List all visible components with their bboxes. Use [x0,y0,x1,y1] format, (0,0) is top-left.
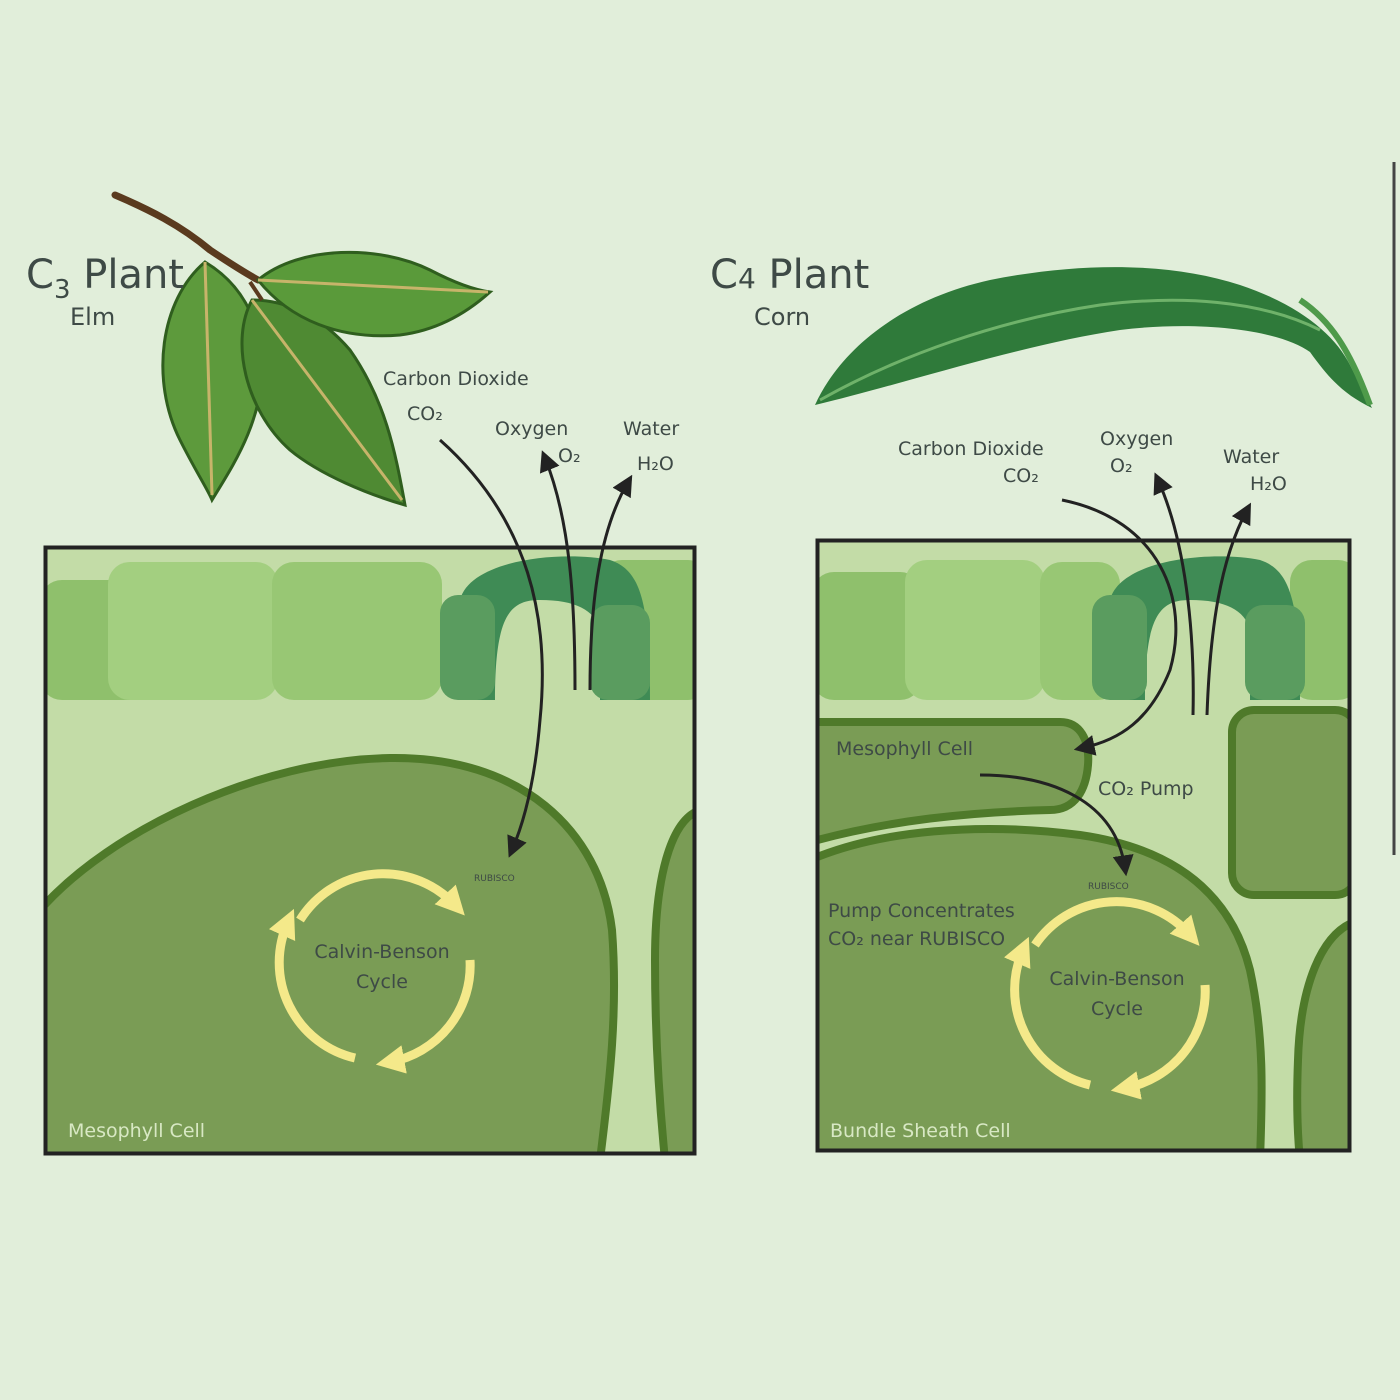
c4-rubisco-label: RUBISCO [1088,882,1129,892]
c4-pump-note-line1: Pump Concentrates [828,900,1015,922]
c4-o2-label: Oxygen [1100,428,1173,450]
c4-cell-label: Bundle Sheath Cell [830,1120,1011,1142]
c3-o2-formula: O₂ [558,445,581,467]
c4-cell-box [819,540,1349,1150]
c4-title: C4 Plant [710,252,869,298]
c4-water-arrow [1205,502,1251,716]
c3-cycle-line2: Cycle [356,971,408,993]
c4-pump-note-line2: CO₂ near RUBISCO [828,928,1005,950]
c4-co2-formula: CO₂ [1003,465,1039,487]
c3-co2-formula: CO₂ [407,403,443,425]
elm-leaf-illustration [111,191,494,508]
c4-water-formula: H₂O [1250,473,1287,495]
c4-pump-label: CO₂ Pump [1098,778,1194,800]
c4-water-label: Water [1223,446,1279,468]
c3-cell-label: Mesophyll Cell [68,1120,205,1142]
c4-cell-frame [815,538,1352,1153]
c4-cycle-line1: Calvin-Benson [1049,968,1184,990]
c4-o2-arrow [1153,472,1195,716]
c4-co2-arrow [1061,498,1178,756]
c4-mesophyll-label: Mesophyll Cell [836,738,973,760]
c3-calvin-cycle [268,869,475,1074]
c3-cell-box [47,547,694,1153]
c3-co2-arrow [439,438,544,858]
c3-water-label: Water [623,418,679,440]
c3-o2-label: Oxygen [495,418,568,440]
c4-subtitle: Corn [754,303,810,331]
c3-panel: C3 Plant Elm Carbon Dioxide CO₂ Oxygen O… [26,191,697,1156]
c4-o2-formula: O₂ [1110,455,1133,477]
c3-o2-arrow [539,450,577,691]
c3-rubisco-label: RUBISCO [474,874,515,884]
corn-leaf-illustration [815,267,1373,408]
c3-title: C3 Plant [26,252,184,305]
c4-cycle-line2: Cycle [1091,998,1143,1020]
c4-panel: C4 Plant Corn Carbon Dioxide CO₂ Oxygen … [710,252,1373,1153]
c3-cycle-line1: Calvin-Benson [314,941,449,963]
c3-water-arrow [588,474,633,691]
c4-co2-label: Carbon Dioxide [898,438,1044,460]
c3-subtitle: Elm [70,303,115,331]
c3-water-formula: H₂O [637,453,674,475]
c3-cell-frame [43,545,697,1156]
c3-co2-label: Carbon Dioxide [383,368,529,390]
c4-calvin-cycle [1004,897,1210,1100]
c4-pump-arrow [979,773,1134,877]
